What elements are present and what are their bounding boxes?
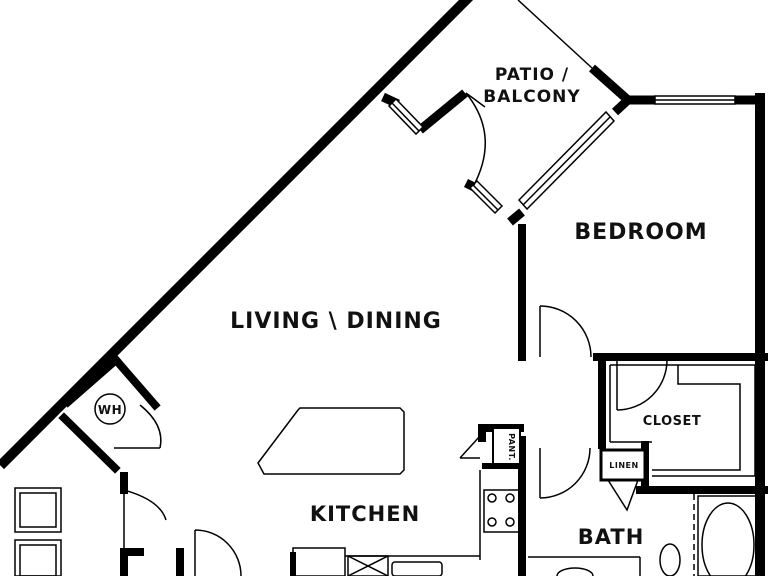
interior-walls <box>58 224 768 576</box>
counter-end <box>290 552 296 576</box>
patio-railing <box>517 0 593 69</box>
kitchen-island <box>257 407 405 475</box>
water-heater <box>94 393 126 425</box>
living-dining-label: LIVING \ DINING <box>230 309 442 334</box>
patio-walls <box>381 64 764 226</box>
patio-door[interactable] <box>465 92 486 186</box>
linen-closet <box>599 448 647 482</box>
closet-shelving <box>609 364 756 477</box>
windows <box>387 95 736 215</box>
washer-dryer <box>14 487 62 576</box>
patio-label-line2: BALCONY <box>483 87 580 107</box>
patio-label-line1: PATIO / <box>495 65 569 85</box>
bath-fixtures <box>528 494 757 576</box>
closet-label: CLOSET <box>643 414 702 429</box>
kitchen-label: KITCHEN <box>310 502 420 526</box>
bath-label: BATH <box>578 525 645 549</box>
water-heater-label: WH <box>98 403 122 417</box>
pantry <box>482 427 522 469</box>
doors[interactable] <box>114 305 668 576</box>
kitchen-counter <box>290 470 521 576</box>
pantry-label: PANT. <box>507 433 516 461</box>
bedroom-label: BEDROOM <box>574 220 707 245</box>
linen-label: LINEN <box>609 461 638 470</box>
